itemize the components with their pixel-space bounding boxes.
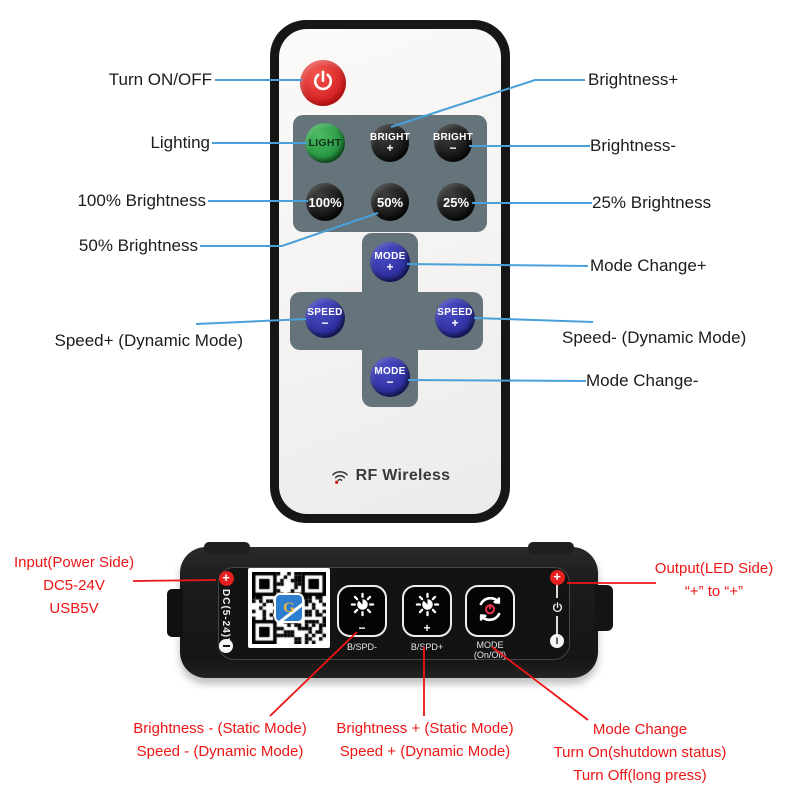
brightness-50-button[interactable]: 50%	[371, 183, 409, 221]
light-button[interactable]: LIGHT	[305, 123, 345, 163]
input-connector	[167, 589, 183, 637]
bspd-minus-label: B/SPD-	[346, 642, 378, 652]
callout-brightness-minus: Brightness-	[590, 136, 676, 155]
callout-bspd-minus-block: Brightness - (Static Mode) Speed - (Dyna…	[133, 720, 307, 760]
mode-plus-button[interactable]: MODE +	[370, 242, 410, 282]
callout-100-brightness: 100% Brightness	[77, 191, 206, 210]
brightness-icon	[414, 591, 441, 623]
output-i-marker: I	[550, 634, 564, 648]
rf-remote: LIGHT BRIGHT + BRIGHT − 100% 50% 25% MOD…	[270, 20, 510, 523]
bright-minus-button[interactable]: BRIGHT −	[433, 124, 473, 162]
output-plus-marker: +	[549, 569, 565, 585]
led-controller: + DC(5-24)V G −	[167, 542, 613, 678]
mode-cycle-icon	[474, 593, 506, 630]
speed-plus-button[interactable]: SPEED +	[435, 298, 475, 338]
controller-tab-left	[204, 542, 250, 554]
callout-output-block: Output(LED Side) “+” to “+”	[654, 560, 774, 600]
bspd-plus-label: B/SPD+	[410, 642, 444, 652]
callout-mode-change-minus: Mode Change-	[586, 371, 699, 390]
callout-input-block: Input(Power Side) DC5-24V USB5V	[14, 554, 135, 617]
callout-mode-change-plus: Mode Change+	[590, 256, 707, 275]
mode-button-label: MODE (On/Off)	[473, 640, 507, 660]
bright-plus-button[interactable]: BRIGHT +	[370, 124, 410, 162]
callout-mode-change-block: Mode Change Turn On(shutdown status) Tur…	[553, 721, 727, 784]
output-power-icon	[548, 598, 566, 616]
remote-power-button[interactable]	[300, 60, 346, 106]
qr-code: G	[248, 568, 330, 648]
callout-50-brightness: 50% Brightness	[78, 236, 198, 255]
wifi-icon	[330, 467, 350, 485]
callout-speed-plus: Speed+ (Dynamic Mode)	[54, 331, 243, 350]
mode-onoff-button[interactable]	[465, 585, 515, 637]
bspd-minus-button[interactable]: −	[337, 585, 387, 637]
callout-brightness-plus: Brightness+	[588, 70, 679, 89]
brightness-25-button[interactable]: 25%	[437, 183, 475, 221]
bspd-plus-button[interactable]: +	[402, 585, 452, 637]
brightness-icon	[349, 591, 376, 623]
callout-turn-on-off: Turn ON/OFF	[108, 70, 212, 89]
logo-g: G	[276, 595, 302, 621]
brand-row: RF Wireless	[270, 467, 510, 485]
callout-speed-minus: Speed- (Dynamic Mode)	[562, 328, 747, 347]
callout-lighting: Lighting	[150, 133, 210, 152]
power-icon	[310, 68, 336, 99]
callout-25-brightness: 25% Brightness	[592, 193, 712, 212]
output-connector	[595, 585, 613, 631]
brightness-100-button[interactable]: 100%	[306, 183, 344, 221]
input-minus-marker	[219, 639, 233, 653]
speed-minus-button[interactable]: SPEED −	[305, 298, 345, 338]
input-voltage-label: DC(5-24)V	[220, 589, 231, 646]
input-plus-marker: +	[218, 570, 234, 586]
mode-minus-button[interactable]: MODE −	[370, 357, 410, 397]
brand-label: RF Wireless	[355, 467, 451, 484]
controller-tab-right	[528, 542, 574, 554]
callout-bspd-plus-block: Brightness + (Static Mode) Speed + (Dyna…	[336, 720, 514, 760]
